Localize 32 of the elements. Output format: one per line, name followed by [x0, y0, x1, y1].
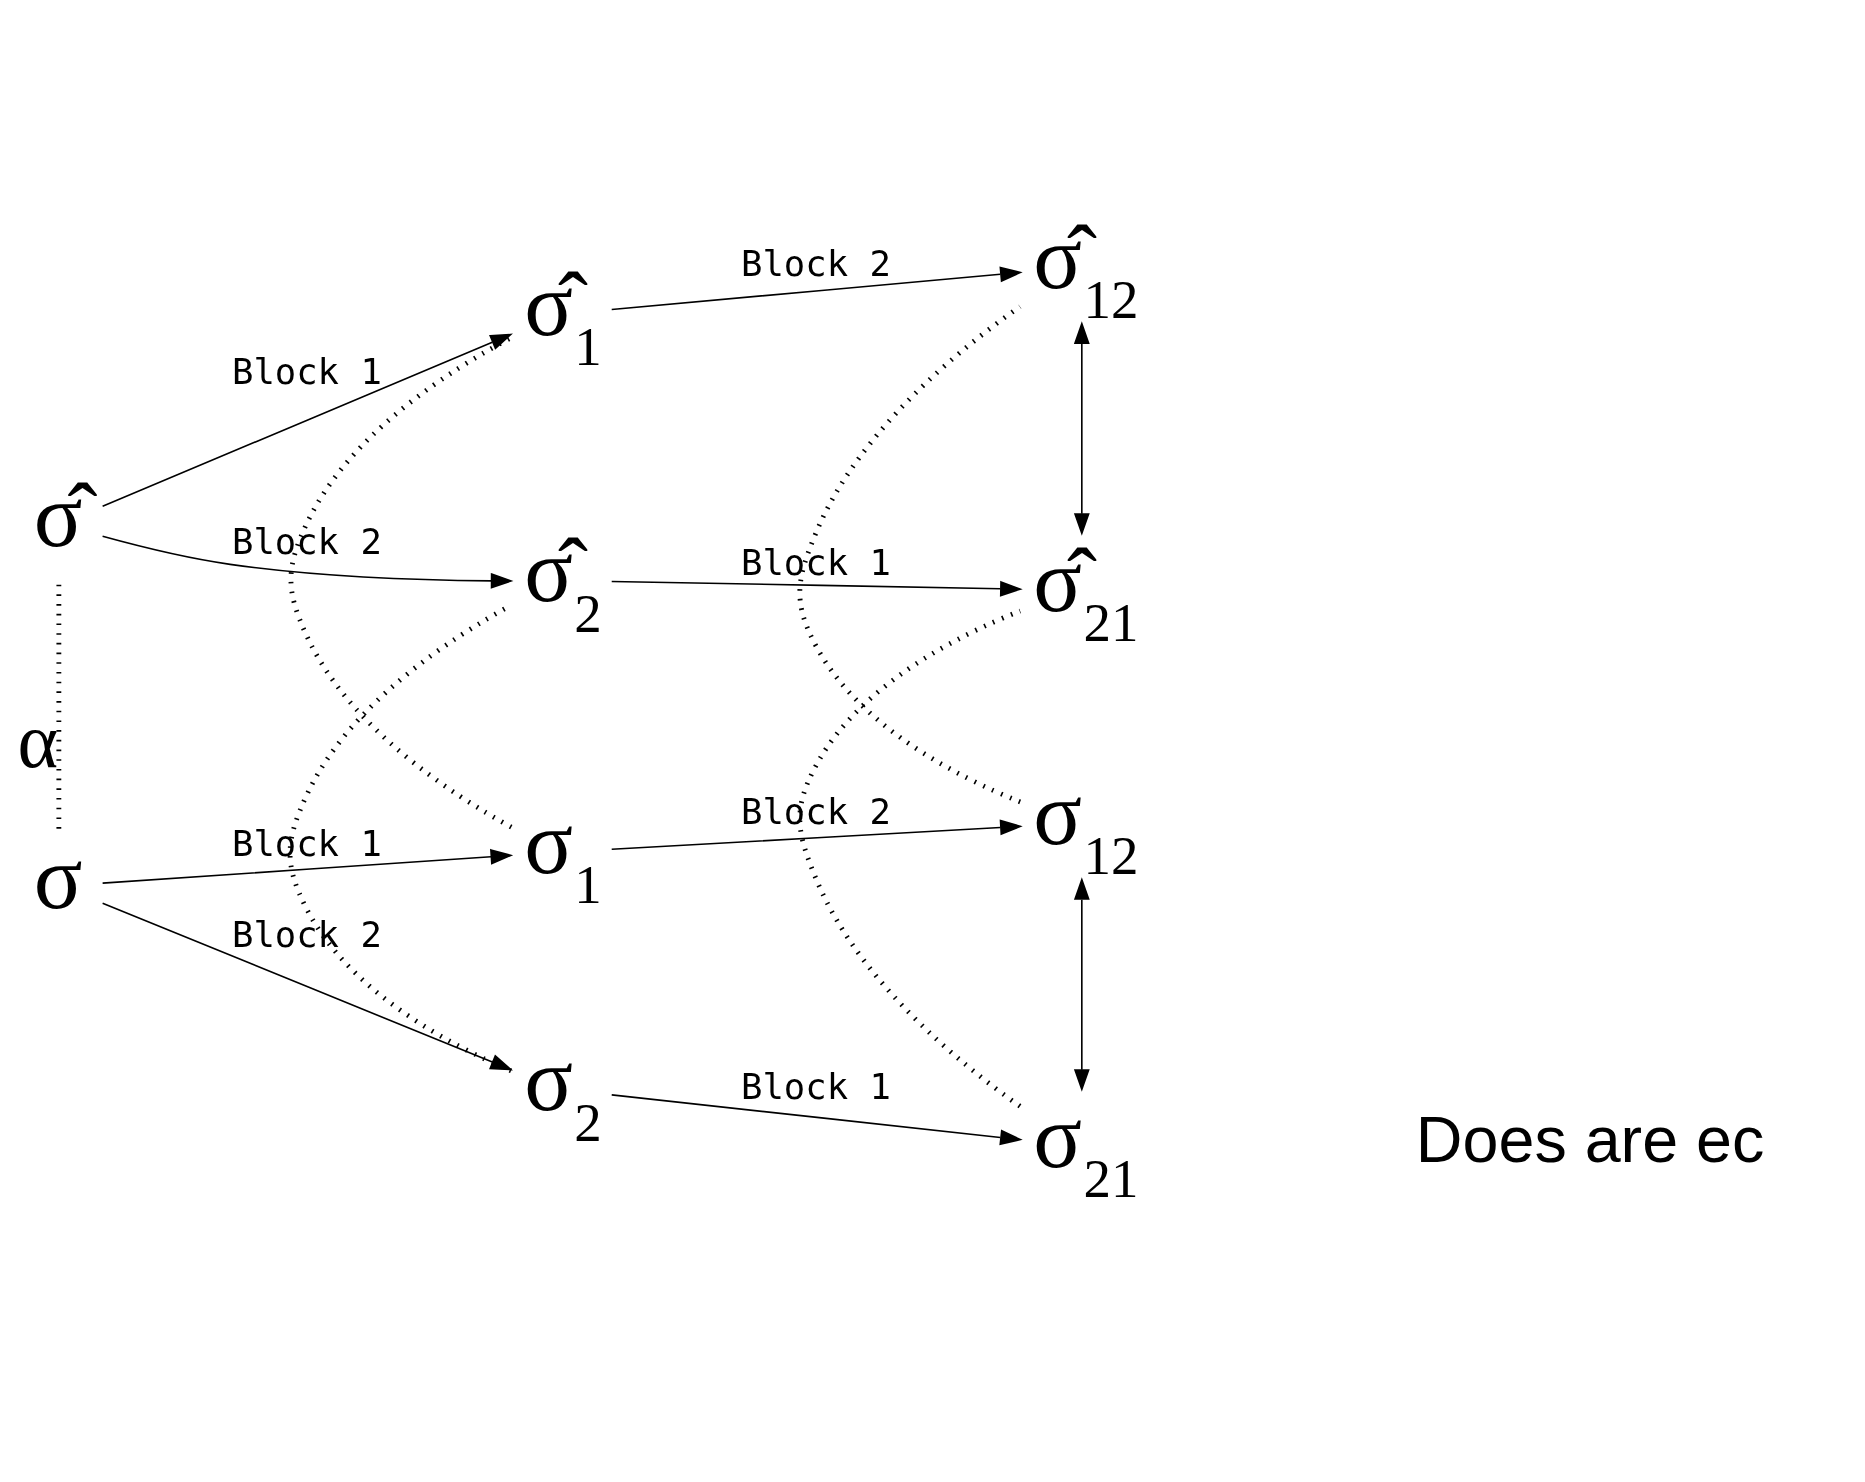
- arrow: [610, 265, 1023, 310]
- node-text: σ̂$_{21}$: [1033, 529, 1139, 653]
- node-text: σ: [33, 826, 83, 928]
- arrow: [101, 333, 513, 507]
- label: Does are ec: [1415, 1102, 1765, 1176]
- edge-label: Block 2: [232, 520, 382, 562]
- edge-label: Block 1: [232, 822, 382, 864]
- node-text: σ$_{21}$: [1033, 1085, 1139, 1209]
- node-text: σ$_{12}$: [1033, 762, 1139, 886]
- arrow: [610, 819, 1023, 850]
- arrow: [101, 848, 514, 884]
- arrow: [1073, 876, 1090, 1092]
- node-text: σ̂$_{12}$: [1033, 206, 1139, 330]
- edge-label: Block 1: [741, 541, 891, 583]
- connector: [797, 608, 1022, 1108]
- arrow: [101, 901, 513, 1070]
- arrow: [1073, 320, 1090, 536]
- node-text: σ̂$_{1}$: [524, 253, 602, 377]
- connector: [288, 335, 513, 829]
- arrow: [610, 1093, 1023, 1145]
- node-text: σ$_{1}$: [524, 791, 602, 915]
- arrow: [101, 535, 514, 589]
- edge-label: Block 1: [232, 350, 382, 392]
- edge-label: Block 1: [741, 1065, 891, 1107]
- edge-label: Block 2: [741, 790, 891, 832]
- edge-label: α: [17, 697, 59, 784]
- connector: [797, 304, 1022, 804]
- node-text: σ$_{2}$: [524, 1028, 602, 1153]
- arrow: [610, 580, 1023, 597]
- edge-label: Block 2: [741, 242, 891, 284]
- node-text: σ̂$_{2}$: [524, 519, 602, 644]
- edge-label: Block 2: [232, 913, 382, 955]
